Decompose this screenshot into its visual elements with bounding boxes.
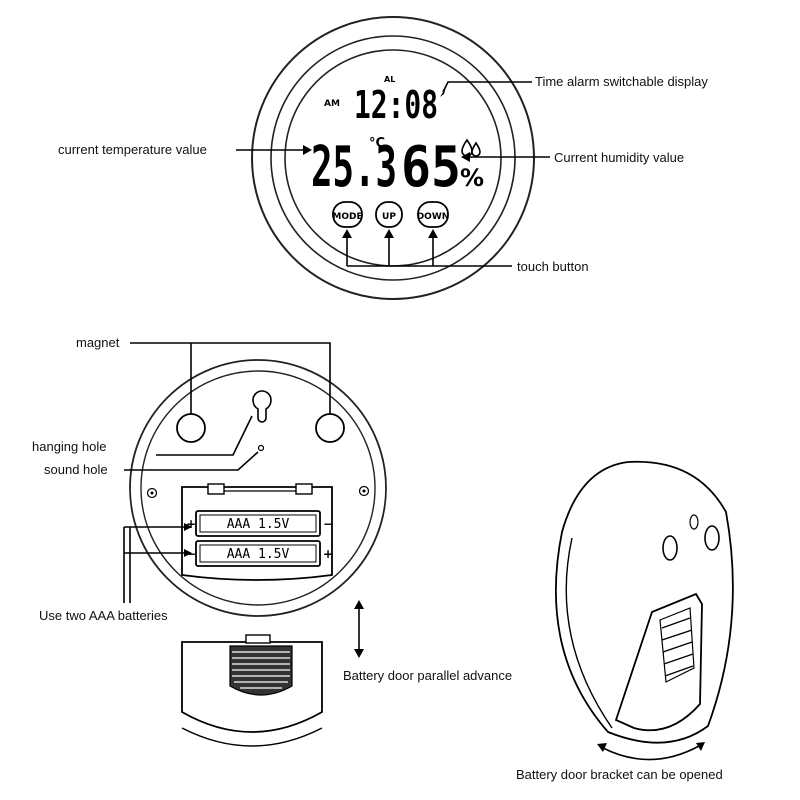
battery-bottom: AAA 1.5V − + bbox=[186, 540, 333, 567]
magnet-left bbox=[176, 413, 206, 443]
screw-right bbox=[358, 485, 370, 497]
magnet-callout: magnet bbox=[76, 335, 120, 350]
hanging-hole bbox=[252, 390, 272, 423]
bracket-callout: Battery door bracket can be opened bbox=[516, 767, 723, 782]
hanging-hole-callout: hanging hole bbox=[32, 439, 106, 454]
up-button[interactable]: UP bbox=[375, 201, 403, 228]
battery-top-minus: − bbox=[323, 517, 333, 531]
battery-top-plus: + bbox=[186, 517, 196, 531]
battery-bottom-plus: + bbox=[323, 547, 333, 561]
time-alarm-callout: Time alarm switchable display bbox=[535, 74, 708, 89]
humidity-readout: 65 bbox=[401, 135, 461, 200]
humidity-callout: Current humidity value bbox=[554, 150, 684, 165]
battery-top-label: AAA 1.5V bbox=[227, 517, 290, 532]
battery-bottom-minus: − bbox=[186, 547, 196, 561]
up-button-label: UP bbox=[382, 212, 396, 222]
screw-left bbox=[146, 487, 158, 499]
sound-hole bbox=[257, 444, 265, 452]
battery-door: Battery door parallel advance bbox=[181, 600, 512, 747]
side-view: Battery door bracket can be opened bbox=[516, 460, 734, 782]
alarm-indicator: AL bbox=[384, 75, 395, 84]
humidity-unit: % bbox=[460, 164, 484, 192]
time-readout: 12:08 bbox=[354, 83, 438, 127]
touch-button-callout: touch button bbox=[517, 259, 589, 274]
battery-top: AAA 1.5V + − bbox=[186, 510, 333, 537]
front-leader-lines bbox=[236, 81, 550, 267]
humidity-drops-icon bbox=[461, 138, 481, 157]
temperature-callout: current temperature value bbox=[58, 142, 207, 157]
back-leader-lines bbox=[123, 342, 331, 603]
side-magnet-left bbox=[662, 535, 678, 561]
temperature-readout: 25.3 bbox=[311, 135, 397, 200]
magnet-right bbox=[315, 413, 345, 443]
temperature-unit: °C bbox=[369, 136, 385, 151]
down-button-label: DOWN bbox=[417, 212, 450, 222]
door-advance-callout: Battery door parallel advance bbox=[343, 668, 512, 683]
back-view: AAA 1.5V + − AAA 1.5V − + magnet hanging… bbox=[32, 335, 387, 623]
sound-hole-callout: sound hole bbox=[44, 462, 108, 477]
side-magnet-right bbox=[704, 525, 720, 551]
battery-bottom-label: AAA 1.5V bbox=[227, 547, 290, 562]
down-button[interactable]: DOWN bbox=[417, 201, 450, 228]
door-advance-arrow bbox=[354, 600, 364, 658]
batteries-callout: Use two AAA batteries bbox=[39, 608, 168, 623]
am-indicator: AM bbox=[324, 99, 340, 109]
bracket-rotate-arrow bbox=[597, 742, 705, 761]
mode-button-label: MODE bbox=[332, 212, 362, 222]
front-view: AM AL 12:08 25.3 °C 65 % MODE UP DOWN bbox=[58, 16, 708, 300]
mode-button[interactable]: MODE bbox=[332, 201, 363, 228]
